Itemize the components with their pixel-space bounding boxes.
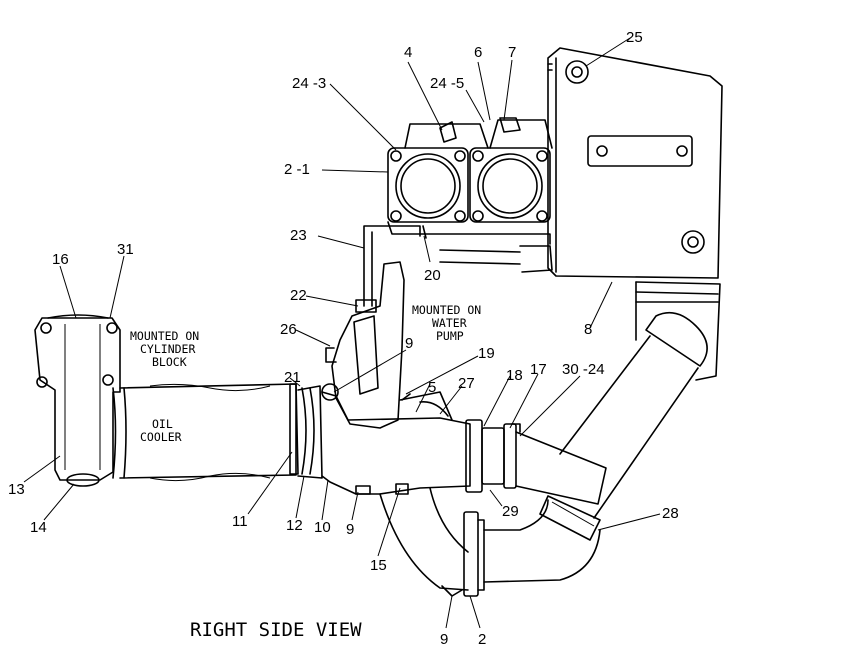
callout-10: 10 xyxy=(314,519,331,536)
note-water-pump-line-3: PUMP xyxy=(436,329,464,343)
callout-2-1: 2 -1 xyxy=(284,161,310,178)
lower-elbow xyxy=(379,487,601,597)
note-oil-cooler-line-1: OIL xyxy=(152,417,173,431)
note-water-pump-line-1: MOUNTED ON xyxy=(412,303,481,317)
callout-31: 31 xyxy=(117,241,134,258)
callout-21: 21 xyxy=(284,369,301,386)
elbow-housing-cylinder-block xyxy=(34,314,121,487)
callout-2: 2 xyxy=(478,631,486,648)
callout-17: 17 xyxy=(530,361,547,378)
expansion-tank xyxy=(547,47,723,279)
note-oil-cooler-line-2: COOLER xyxy=(140,430,182,444)
view-title: RIGHT SIDE VIEW xyxy=(190,619,362,641)
callout-24-5: 24 -5 xyxy=(430,75,464,92)
note-cylinder-block-line-3: BLOCK xyxy=(152,355,187,369)
note-cylinder-block-line-1: MOUNTED ON xyxy=(130,329,199,343)
tee-housing xyxy=(289,383,471,495)
regulator-housing xyxy=(387,117,553,273)
water-pump-elbow xyxy=(321,261,405,429)
callout-28: 28 xyxy=(662,505,679,522)
callout-11: 11 xyxy=(232,513,248,530)
callout-9-lower: 9 xyxy=(346,521,354,538)
callout-15: 15 xyxy=(370,557,387,574)
callout-23: 23 xyxy=(290,227,307,244)
leader-lines xyxy=(23,37,661,629)
note-cylinder-block-line-2: CYLINDER xyxy=(140,342,195,356)
callout-12: 12 xyxy=(286,517,303,534)
callout-9-bottom: 9 xyxy=(440,631,448,648)
callout-25: 25 xyxy=(626,29,643,46)
callout-19: 19 xyxy=(478,345,495,362)
callout-22: 22 xyxy=(290,287,307,304)
callout-7: 7 xyxy=(508,44,516,61)
callout-9-upper: 9 xyxy=(405,335,413,352)
callout-26: 26 xyxy=(280,321,297,338)
callout-18: 18 xyxy=(506,367,523,384)
callout-4: 4 xyxy=(404,44,412,61)
callout-20: 20 xyxy=(424,267,441,284)
callout-30-24: 30 -24 xyxy=(562,361,605,378)
callout-14: 14 xyxy=(30,519,47,536)
callout-16: 16 xyxy=(52,251,69,268)
bypass-tube xyxy=(355,225,427,313)
callout-27: 27 xyxy=(458,375,475,392)
callout-13: 13 xyxy=(8,481,25,498)
callout-24-3: 24 -3 xyxy=(292,75,326,92)
callout-8: 8 xyxy=(584,321,592,338)
oil-cooler-body xyxy=(112,383,297,482)
callout-5: 5 xyxy=(428,379,436,396)
callout-6: 6 xyxy=(474,44,482,61)
radiator-pipe xyxy=(539,281,721,541)
outlet-flange xyxy=(465,419,607,505)
callout-29: 29 xyxy=(502,503,519,520)
note-water-pump-line-2: WATER xyxy=(432,316,467,330)
bolt-marks xyxy=(355,393,411,495)
